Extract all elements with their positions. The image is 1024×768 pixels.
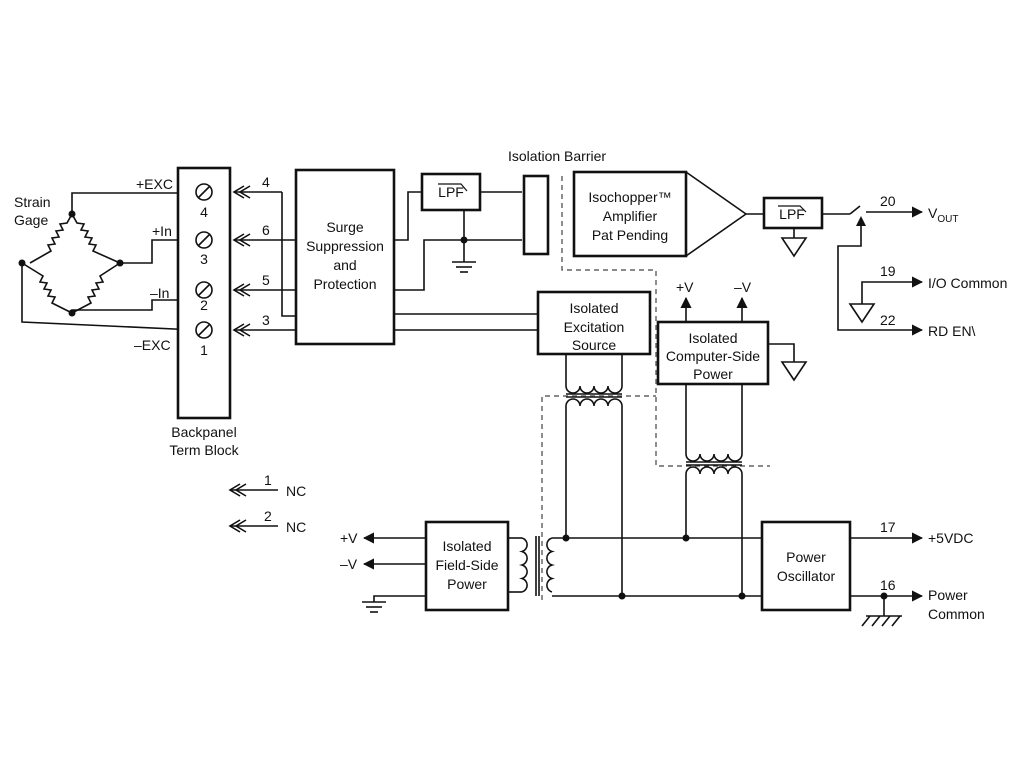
computer-minus-v-label: –V <box>734 279 752 295</box>
bridge-resistor-top-left <box>29 213 73 264</box>
computer-power-line3: Power <box>693 366 733 382</box>
connector-pins: 4 6 5 3 <box>232 174 296 337</box>
strain-gage-label-line1: Strain <box>14 194 51 210</box>
plus-exc-label: +EXC <box>136 176 173 192</box>
common-pin-number: 16 <box>880 577 896 593</box>
nc-pin-1: 1 NC <box>228 472 306 499</box>
field-power-line2: Field-Side <box>435 557 498 573</box>
excitation-line2: Excitation <box>564 319 625 335</box>
ground-triangle-output <box>780 237 808 258</box>
minus-exc-label: –EXC <box>134 337 171 353</box>
field-side-transformer <box>508 536 556 596</box>
computer-side-transformer <box>685 384 743 596</box>
bridge-resistor-bottom-right <box>71 262 121 314</box>
rd-en-pin-number: 22 <box>880 312 896 328</box>
isolated-field-side-power: Isolated Field-Side Power +V –V <box>340 520 510 613</box>
input-lpf-label: LPF <box>438 184 464 200</box>
power-common-line1: Power <box>928 587 968 603</box>
surge-line2: Suppression <box>306 238 384 254</box>
amplifier-line1: Isochopper™ <box>588 189 671 205</box>
nc-pin-number-2: 2 <box>264 508 272 524</box>
nc-pin-2: 2 NC <box>228 508 306 535</box>
nc-label-1: NC <box>286 483 306 499</box>
terminal-number-1: 1 <box>200 342 208 358</box>
isolation-barrier-label: Isolation Barrier <box>508 148 606 164</box>
pin-number-6: 6 <box>262 222 270 238</box>
term-block-label-line2: Term Block <box>169 442 239 458</box>
chassis-ground-symbol <box>861 615 902 627</box>
terminal-screw-2 <box>195 281 213 299</box>
oscillator-line2: Oscillator <box>777 568 836 584</box>
terminal-number-4: 4 <box>200 204 208 220</box>
terminal-screw-3 <box>195 231 213 249</box>
excitation-line1: Isolated <box>569 300 618 316</box>
power-oscillator: Power Oscillator <box>760 520 852 612</box>
input-lpf-block: LPF <box>420 172 482 212</box>
connector-pin-5: 5 <box>232 272 296 297</box>
connector-pin-4: 4 <box>232 174 282 199</box>
isochopper-amplifier: Isochopper™ Amplifier Pat Pending <box>572 170 747 258</box>
strain-gage-bridge: Strain Gage +EXC +In –In –EXC <box>14 176 197 353</box>
vout-label: VOUT <box>928 205 958 225</box>
pin-number-4: 4 <box>262 174 270 190</box>
term-block-label-line1: Backpanel <box>171 424 236 440</box>
ground-triangle-computer <box>780 361 808 382</box>
computer-power-line2: Computer-Side <box>666 348 760 364</box>
field-power-line1: Isolated <box>442 538 491 554</box>
vdc-label: +5VDC <box>928 530 974 546</box>
oscillator-line1: Power <box>786 549 826 565</box>
excitation-transformer <box>565 354 623 596</box>
strain-gage-label-line2: Gage <box>14 212 48 228</box>
isolated-excitation-source: Isolated Excitation Source <box>536 290 652 356</box>
isolated-computer-side-power: Isolated Computer-Side Power +V –V <box>656 279 808 386</box>
bridge-resistor-top-right <box>71 213 121 264</box>
power-common-line2: Common <box>928 606 985 622</box>
amplifier-line3: Pat Pending <box>592 227 668 243</box>
field-power-line3: Power <box>447 576 487 592</box>
nc-label-2: NC <box>286 519 306 535</box>
bridge-resistor-bottom-left <box>21 262 73 314</box>
isolation-barrier: Isolation Barrier <box>508 148 770 467</box>
io-common-pin-number: 19 <box>880 263 896 279</box>
pin-number-5: 5 <box>262 272 270 288</box>
terminal-number-3: 3 <box>200 251 208 267</box>
minus-in-label: –In <box>150 285 169 301</box>
nc-pin-number-1: 1 <box>264 472 272 488</box>
vout-pin-number: 20 <box>880 193 896 209</box>
io-common-label: I/O Common <box>928 275 1007 291</box>
ground-triangle-io <box>848 303 876 324</box>
term-block: 4 3 2 1 Backpanel Term Block <box>169 166 240 458</box>
field-minus-v-label: –V <box>340 556 358 572</box>
output-lpf-block: LPF <box>762 196 824 230</box>
vdc-pin-number: 17 <box>880 519 896 535</box>
output-lpf-label: LPF <box>779 206 805 222</box>
ground-symbol-field <box>362 601 386 613</box>
connector-pin-6: 6 <box>232 222 296 247</box>
computer-power-line1: Isolated <box>688 330 737 346</box>
field-plus-v-label: +V <box>340 530 358 546</box>
surge-line1: Surge <box>326 219 364 235</box>
connector-pin-3: 3 <box>232 312 296 337</box>
terminal-number-2: 2 <box>200 297 208 313</box>
surge-suppression-block: Surge Suppression and Protection <box>294 168 396 346</box>
switch-control-arrow <box>856 216 866 226</box>
rd-en-label: RD EN\ <box>928 323 976 339</box>
pin-number-3: 3 <box>262 312 270 328</box>
amplifier-line2: Amplifier <box>603 208 658 224</box>
terminal-screw-1 <box>195 321 213 339</box>
excitation-line3: Source <box>572 337 617 353</box>
plus-in-label: +In <box>152 223 172 239</box>
surge-line3: and <box>333 257 356 273</box>
terminal-screw-4 <box>195 183 213 201</box>
ground-symbol-lpf <box>452 261 476 273</box>
computer-plus-v-label: +V <box>676 279 694 295</box>
surge-line4: Protection <box>313 276 376 292</box>
